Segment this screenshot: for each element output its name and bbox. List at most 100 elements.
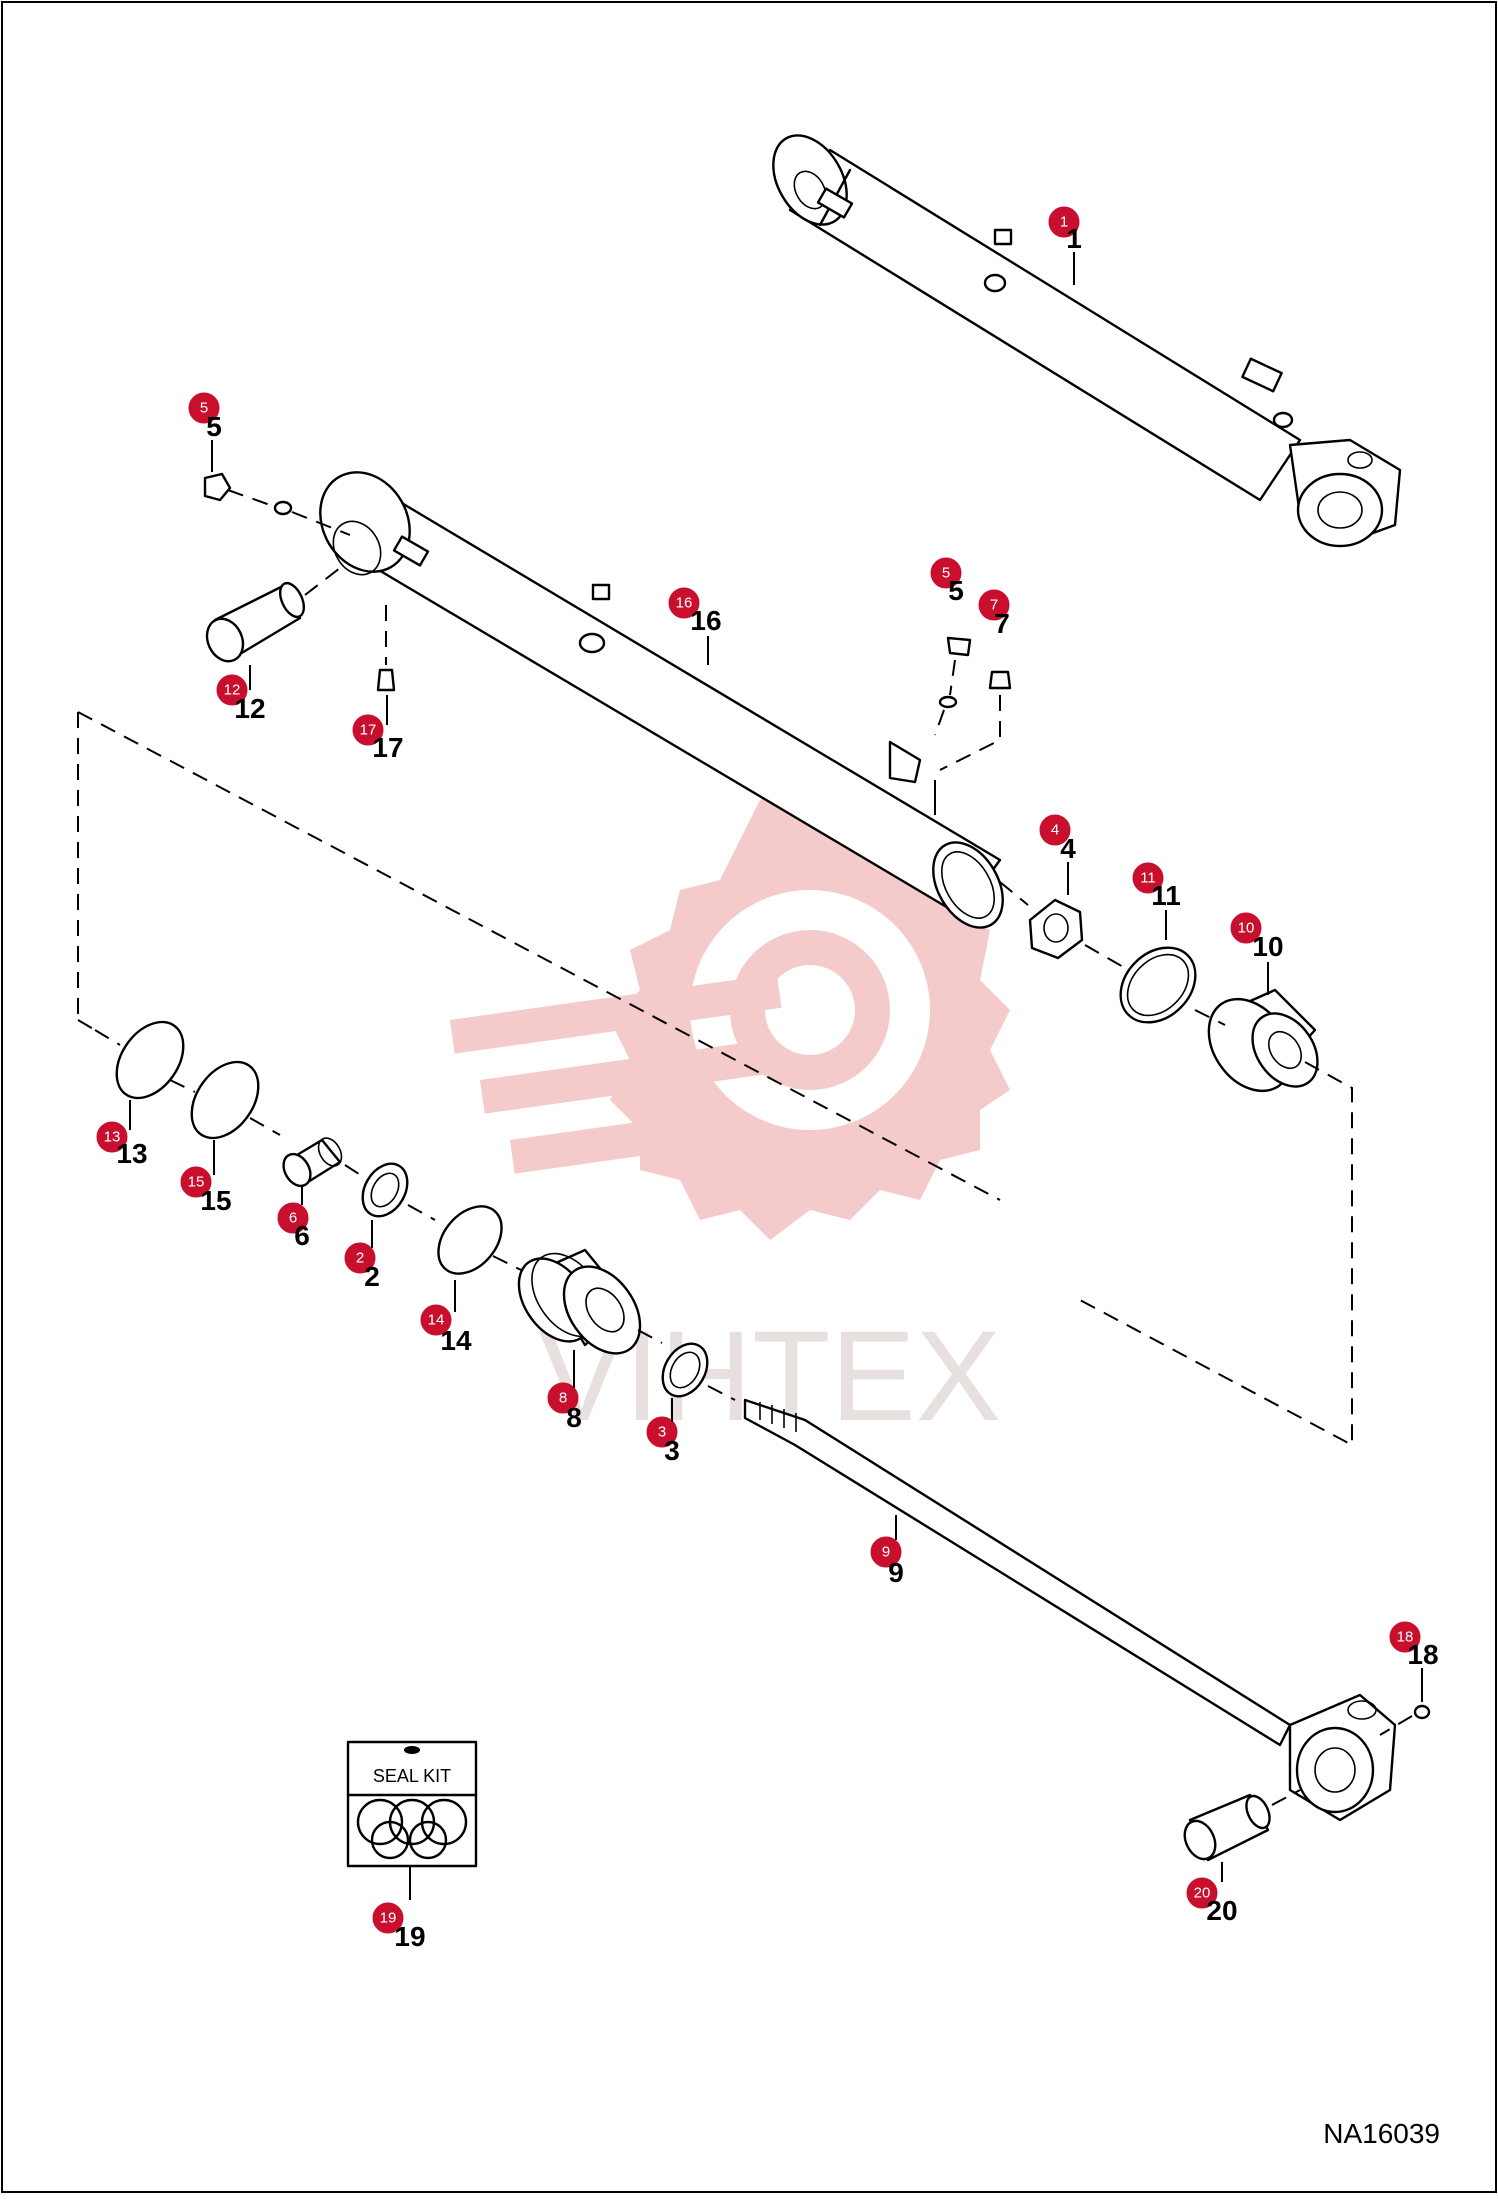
callout-number: 7: [994, 608, 1010, 639]
callout-number: 6: [294, 1220, 310, 1251]
callout-badge: [547, 1382, 579, 1414]
callout-number: 5: [206, 411, 222, 442]
callout-number: 8: [566, 1402, 582, 1433]
callout-number: 9: [888, 1557, 904, 1588]
plug-part-5-top: [203, 472, 351, 536]
fitting-part-7: [939, 670, 1012, 771]
callout-badge-number: 8: [559, 1390, 567, 1407]
ring-part-14: [437, 1205, 526, 1275]
callout-number: 1: [1066, 223, 1082, 254]
callout-badge-number: 18: [1397, 1629, 1414, 1646]
callout-badge-number: 15: [188, 1174, 205, 1191]
callout-1: 1 1: [1048, 206, 1082, 285]
watermark-bar: [450, 974, 782, 1054]
callout-10: 10 10: [1230, 912, 1284, 995]
callout-badge: [1389, 1621, 1421, 1653]
callout-badge-number: 13: [104, 1129, 121, 1146]
callout-7: 7 7: [978, 589, 1010, 639]
callout-badge-number: 5: [942, 565, 950, 582]
callout-number: 4: [1060, 833, 1076, 864]
callout-badge: [420, 1304, 452, 1336]
piston-part-8: [517, 1248, 663, 1355]
callout-badge: [216, 674, 248, 706]
ring-part-11: [1084, 944, 1197, 1024]
seal-part-2: [361, 1162, 436, 1221]
callout-badge: [978, 589, 1010, 621]
callout-15: 15 15: [180, 1140, 232, 1216]
ring-part-15: [190, 1060, 281, 1140]
callout-badge-number: 2: [356, 1250, 364, 1267]
barrel-part-16: [319, 471, 1004, 929]
callout-badge: [668, 587, 700, 619]
drawing-number: NA16039: [1323, 2118, 1440, 2149]
callout-number: 20: [1206, 1895, 1237, 1926]
callout-11: 11 11: [1132, 862, 1181, 940]
callout-18: 18 18: [1389, 1621, 1439, 1702]
callout-badge: [188, 392, 220, 424]
callout-badge-number: 20: [1194, 1885, 1211, 1902]
callout-8: 8 8: [547, 1350, 582, 1433]
callout-badge: [344, 1242, 376, 1274]
callout-badge: [1039, 814, 1071, 846]
hang-tab-icon: [404, 1746, 420, 1754]
callout-number: 2: [364, 1261, 380, 1292]
callout-badge-number: 1: [1060, 214, 1068, 231]
callout-badge: [277, 1202, 309, 1234]
callout-badge: [180, 1166, 212, 1198]
callout-number: 18: [1407, 1639, 1438, 1670]
callout-5a: 5 5: [188, 392, 222, 472]
seal-part-3: [661, 1342, 736, 1401]
bushing-part-12: [205, 567, 341, 663]
callout-badge-number: 3: [658, 1424, 666, 1441]
o-rings-icon: [356, 1798, 468, 1860]
callout-badge-number: 16: [676, 595, 693, 612]
callout-badge: [1230, 912, 1262, 944]
bushing-part-20: [1183, 1789, 1301, 1862]
callout-badge-number: 7: [990, 597, 998, 614]
nut-part-4: [999, 881, 1084, 960]
plug-part-5-right: [934, 636, 972, 736]
callout-14: 14 14: [420, 1280, 472, 1356]
callout-12: 12 12: [216, 665, 266, 724]
callout-badge: [96, 1121, 128, 1153]
callout-badge-number: 19: [380, 1910, 397, 1927]
callout-badge-number: 4: [1051, 822, 1059, 839]
cylinder-assembly-part-1: [772, 134, 1402, 548]
callout-badge: [930, 557, 962, 589]
callout-number: 15: [200, 1185, 231, 1216]
callout-5b: 5 5: [930, 557, 964, 606]
callout-badge-number: 9: [882, 1544, 890, 1561]
callout-badge: [352, 714, 384, 746]
callout-number: 5: [948, 575, 964, 606]
callout-number: 12: [234, 693, 265, 724]
callout-number: 11: [1151, 880, 1181, 911]
head-part-10: [1194, 988, 1319, 1093]
callout-13: 13 13: [96, 1100, 148, 1169]
callout-number: 16: [690, 605, 721, 636]
rod-part-9: [743, 1398, 1397, 1822]
callout-badge-number: 17: [360, 722, 377, 739]
callout-badge: [1048, 206, 1080, 238]
callout-badge-number: 10: [1238, 920, 1255, 937]
callout-badge-number: 14: [428, 1312, 445, 1329]
wear-ring-part-6: [282, 1137, 366, 1188]
grease-fitting-part-17: [376, 605, 396, 692]
callout-20: 20 20: [1186, 1862, 1238, 1926]
callout-badge-number: 11: [1140, 870, 1156, 887]
screw-part-18: [1379, 1704, 1431, 1736]
callout-number: 3: [664, 1435, 680, 1466]
callout-17: 17 17: [352, 695, 404, 763]
callout-badge: [1132, 862, 1164, 894]
callout-3: 3 3: [646, 1398, 680, 1466]
ring-part-13: [94, 1020, 196, 1100]
callout-number: 13: [116, 1138, 147, 1169]
seal-kit-part-19: SEAL KIT: [346, 1740, 478, 1900]
callout-badge: [870, 1536, 902, 1568]
kit-dashed-outline: [77, 711, 1353, 1447]
callout-number: 17: [372, 732, 403, 763]
callout-6: 6 6: [277, 1185, 310, 1251]
callout-badge-number: 6: [289, 1210, 297, 1227]
